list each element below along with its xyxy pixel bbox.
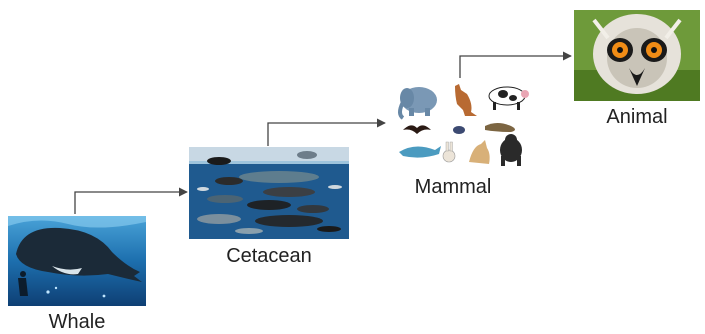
arrow-cetacean-to-mammal <box>268 123 385 146</box>
whale-image <box>8 216 146 306</box>
mammal-label: Mammal <box>393 176 513 199</box>
animal-label: Animal <box>568 106 705 129</box>
cetacean-image <box>189 147 349 239</box>
cetacean-label: Cetacean <box>189 245 349 268</box>
whale-label: Whale <box>8 311 146 334</box>
mammal-image <box>393 80 531 172</box>
animal-image <box>574 10 700 101</box>
arrow-whale-to-cetacean <box>75 192 187 214</box>
arrow-mammal-to-animal <box>460 56 571 78</box>
